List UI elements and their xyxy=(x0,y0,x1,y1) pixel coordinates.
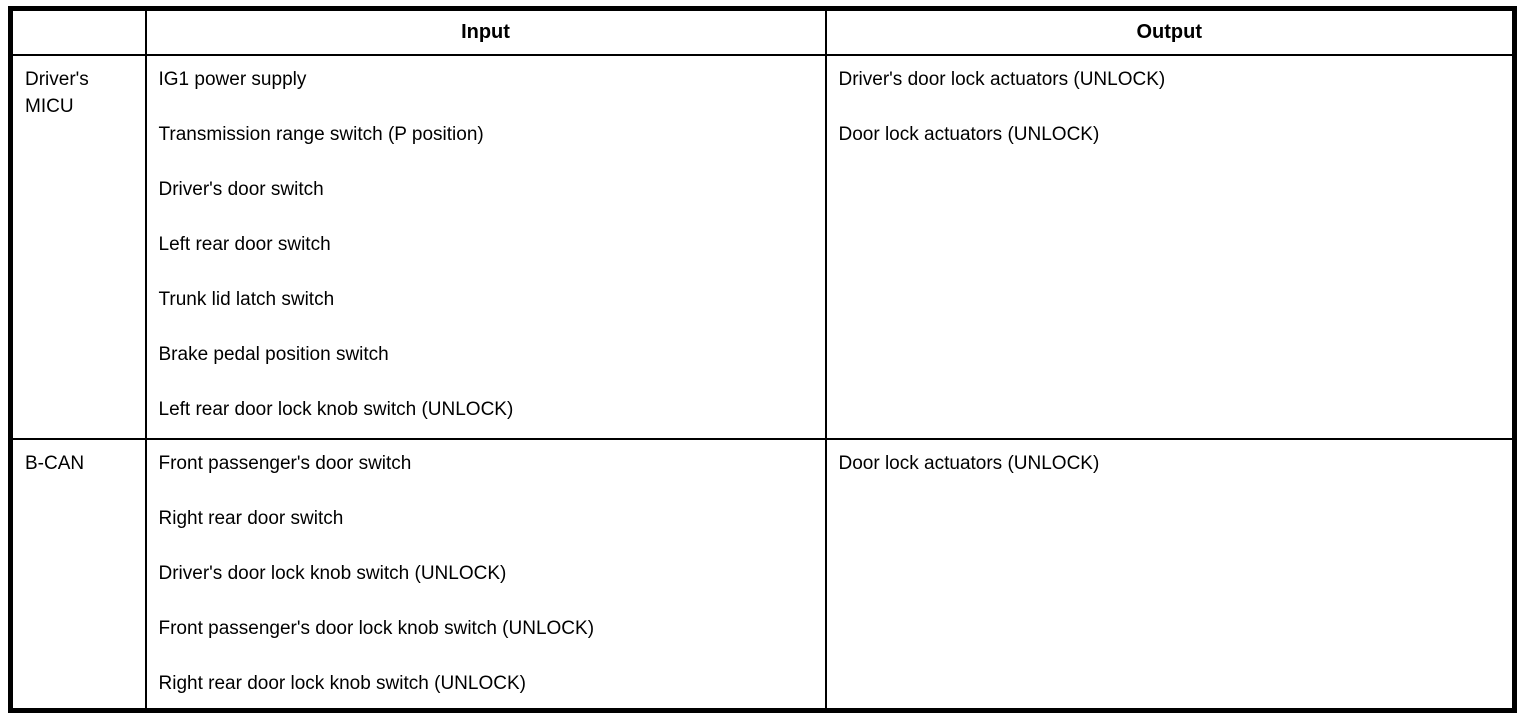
input-item: Left rear door switch xyxy=(158,233,331,255)
input-item: Front passenger's door switch xyxy=(158,452,412,474)
input-item: Front passenger's door lock knob switch … xyxy=(158,617,595,639)
output-item: Driver's door lock actuators (UNLOCK) xyxy=(838,68,1166,90)
input-item: Transmission range switch (P position) xyxy=(158,123,484,145)
input-output-table: Input Output Driver's MICU IG1 power sup… xyxy=(8,6,1517,713)
input-item: Driver's door switch xyxy=(158,178,324,200)
header-output: Output xyxy=(824,7,1516,56)
source-cell: B-CAN xyxy=(9,437,147,712)
output-cell: Driver's door lock actuators (UNLOCK) Doo… xyxy=(824,53,1516,440)
output-item: Door lock actuators (UNLOCK) xyxy=(838,123,1100,145)
output-item: Door lock actuators (UNLOCK) xyxy=(838,452,1100,474)
input-item: Trunk lid latch switch xyxy=(158,288,335,310)
source-cell: Driver's MICU xyxy=(9,53,147,440)
input-item: IG1 power supply xyxy=(158,68,307,90)
input-item: Brake pedal position switch xyxy=(158,343,389,365)
input-item: Left rear door lock knob switch (UNLOCK) xyxy=(158,398,514,420)
header-source xyxy=(9,7,147,56)
header-row: Input Output xyxy=(9,7,1516,56)
input-item: Right rear door switch xyxy=(158,507,344,529)
input-item: Driver's door lock knob switch (UNLOCK) xyxy=(158,562,507,584)
header-input: Input xyxy=(144,7,827,56)
input-item: Right rear door lock knob switch (UNLOCK… xyxy=(158,672,526,694)
output-cell: Door lock actuators (UNLOCK) xyxy=(824,437,1516,712)
